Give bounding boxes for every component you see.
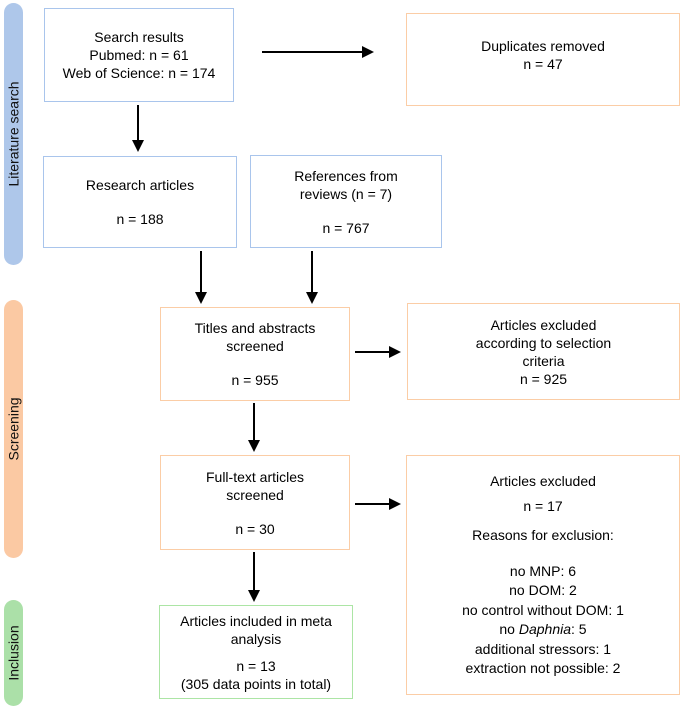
arrowhead-icon [389,498,401,510]
excluded-selection-line: Articles excluded [490,316,597,333]
box-articles-excluded-selection: Articles excluded according to selection… [407,303,680,400]
search-results-line: Search results [94,29,184,45]
duplicates-removed-count: n = 47 [523,55,563,72]
exclusion-reason: no DOM: 2 [509,582,577,598]
exclusion-reason: no control without DOM: 1 [462,601,624,618]
arrowhead-icon [195,292,207,304]
exclusion-reason-daphnia: no Daphnia: 5 [499,621,587,637]
excluded-selection-line: according to selection [475,334,612,351]
box-titles-abstracts-screened: Titles and abstracts screened n = 955 [160,307,350,401]
box-articles-excluded-fulltext: Articles excluded n = 17 Reasons for exc… [406,455,680,695]
arrow-fulltext-to-excluded [355,498,401,510]
research-articles-title: Research articles [85,177,195,193]
box-articles-included-meta: Articles included in meta analysis n = 1… [159,605,353,699]
box-full-text-screened: Full-text articles screened n = 30 [160,455,350,550]
phase-label-screening: Screening [5,397,22,461]
box-references-from-reviews: References from reviews (n = 7) n = 767 [250,155,442,248]
arrowhead-icon [306,292,318,304]
phase-pill-screening: Screening [4,300,23,558]
box-duplicates-removed: Duplicates removed n = 47 [406,13,680,106]
arrowhead-icon [248,440,260,452]
arrow-search-to-duplicates [262,46,374,58]
excluded-selection-count: n = 925 [519,370,568,387]
arrow-search-to-research [132,105,144,152]
excluded-selection-line: criteria [522,352,565,369]
phase-label-inclusion: Inclusion [5,625,22,681]
phase-pill-inclusion: Inclusion [4,600,23,706]
full-text-title: Full-text articles screened [205,468,305,503]
arrowhead-icon [248,590,260,602]
arrowhead-icon [132,140,144,152]
search-results-line: Pubmed: n = 61 [89,47,189,63]
excluded-full-title: Articles excluded [490,472,596,489]
arrow-references-to-titles [306,251,318,304]
exclusion-reason: no MNP: 6 [509,562,577,579]
box-research-articles: Research articles n = 188 [43,156,237,248]
arrow-fulltext-to-included [248,552,260,602]
arrow-titles-to-excluded [355,346,401,358]
excluded-full-reasons-heading: Reasons for exclusion: [472,526,614,543]
full-text-count: n = 30 [235,520,275,537]
search-results-line: Web of Science: n = 174 [62,65,216,81]
box-search-results: Search results Pubmed: n = 61 Web of Sci… [44,8,234,102]
duplicates-removed-title: Duplicates removed [481,37,605,54]
included-meta-note: (305 data points in total) [180,675,332,692]
arrowhead-icon [362,46,374,58]
included-meta-title: Articles included in meta analysis [180,612,332,647]
arrowhead-icon [389,346,401,358]
references-reviews-count: n = 767 [322,219,370,236]
references-reviews-title: References from reviews (n = 7) [294,167,398,202]
excluded-full-reasons-list: no MNP: 6 no DOM: 2 no control without D… [462,562,624,679]
arrow-titles-to-fulltext [248,403,260,452]
exclusion-reason: additional stressors: 1 [474,640,612,657]
titles-abstracts-count: n = 955 [231,372,279,388]
included-meta-count: n = 13 [236,657,276,674]
excluded-full-count: n = 17 [523,497,563,514]
phase-pill-literature-search: Literature search [4,3,23,265]
research-articles-count: n = 188 [116,211,164,227]
phase-label-literature-search: Literature search [5,81,22,187]
titles-abstracts-title: Titles and abstracts screened [194,320,316,354]
exclusion-reason: extraction not possible: 2 [465,660,621,676]
arrow-research-to-titles [195,251,207,304]
